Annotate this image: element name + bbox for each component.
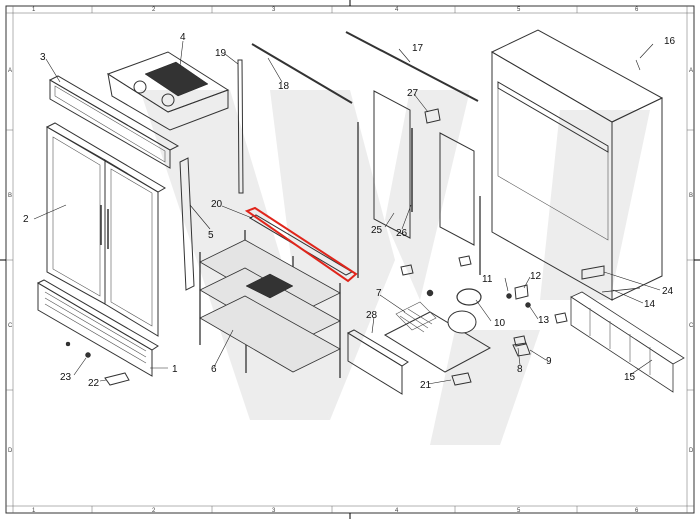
top-grille-part: [48, 75, 180, 169]
grid-row-c: C: [8, 323, 13, 329]
callout-12: 12: [530, 271, 542, 282]
grid-col-4-bottom: 4: [395, 508, 399, 514]
part-22-plate: [104, 372, 130, 386]
callout-4: 4: [180, 32, 186, 43]
grid-row-a-right: A: [689, 68, 693, 74]
perforated-panel-small-part: [439, 132, 475, 246]
callout-24: 24: [662, 286, 674, 297]
callout-14: 14: [644, 299, 656, 310]
callout-26: 26: [396, 228, 408, 239]
screw-part: [426, 289, 434, 297]
callout-6: 6: [211, 364, 217, 375]
caster-3: [554, 312, 568, 324]
callout-8: 8: [517, 364, 523, 375]
grid-col-5-bottom: 5: [517, 508, 521, 514]
callout-10: 10: [494, 318, 506, 329]
compressor-unit-part: [383, 288, 492, 373]
bottom-grille-part: [36, 279, 159, 377]
vertical-bar-part: [237, 59, 244, 194]
part-11: [506, 293, 512, 299]
rod-part: [251, 43, 353, 104]
callout-1: 1: [172, 364, 178, 375]
callout-25: 25: [371, 225, 383, 236]
bracket-part: [424, 108, 441, 124]
cabinet-body-part: [490, 29, 664, 301]
highlighted-strip-part: [244, 206, 358, 283]
grid-col-3: 3: [272, 7, 276, 13]
callout-28: 28: [366, 310, 378, 321]
leader-lines: [33, 40, 661, 385]
callout-7: 7: [376, 288, 382, 299]
perforated-panel-large-part: [373, 90, 411, 239]
callout-20: 20: [211, 199, 223, 210]
caster-2: [458, 255, 472, 267]
callout-22: 22: [88, 378, 100, 389]
callout-19: 19: [215, 48, 227, 59]
cover-panel-front: [347, 332, 403, 395]
grid-row-b: B: [8, 193, 12, 199]
evaporator-part: [106, 51, 230, 131]
grid-col-1-bottom: 1: [32, 508, 36, 514]
grid-col-6-bottom: 6: [635, 508, 639, 514]
post-part: [179, 157, 195, 291]
shelving-part: [199, 230, 341, 378]
control-box-part: [581, 265, 605, 280]
grid-col-4: 4: [395, 7, 399, 13]
callout-27: 27: [407, 88, 419, 99]
callout-17: 17: [412, 43, 424, 54]
grid-col-1: 1: [32, 7, 36, 13]
part-13: [525, 302, 531, 308]
callout-13: 13: [538, 315, 550, 326]
grid-col-2-bottom: 2: [152, 508, 156, 514]
callout-15: 15: [624, 372, 636, 383]
callout-labels: 3 4 2 19 18 17 16 27 20 5 25 26 6 1 22 2…: [23, 32, 676, 391]
part-23b-screw: [65, 341, 71, 347]
part-23-screw: [85, 352, 91, 358]
grid-col-2: 2: [152, 7, 156, 13]
callout-5: 5: [208, 230, 214, 241]
callout-11: 11: [482, 274, 493, 285]
callout-3: 3: [40, 52, 46, 63]
grid-row-a: A: [8, 68, 12, 74]
grid-col-5: 5: [517, 7, 521, 13]
grid-row-d: D: [8, 448, 13, 454]
callout-2: 2: [23, 214, 29, 225]
callout-9: 9: [546, 356, 552, 367]
callout-16: 16: [664, 36, 676, 47]
grid-col-3-bottom: 3: [272, 508, 276, 514]
rear-bottom-panel-part: [570, 291, 685, 393]
grid-row-b-right: B: [689, 193, 693, 199]
callout-23: 23: [60, 372, 72, 383]
doors-part: [45, 122, 166, 337]
small-box-part: [451, 372, 472, 386]
grid-col-6: 6: [635, 7, 639, 13]
highlight-box: [244, 206, 358, 283]
callout-21: 21: [420, 380, 432, 391]
grid-row-c-right: C: [689, 323, 694, 329]
part-12: [514, 284, 529, 300]
grid-row-d-right: D: [689, 448, 694, 454]
top-rod-part: [345, 31, 479, 102]
callout-18: 18: [278, 81, 290, 92]
bottom-strip-part: [601, 287, 641, 293]
caster-1: [400, 264, 414, 276]
part-9: [512, 342, 531, 357]
